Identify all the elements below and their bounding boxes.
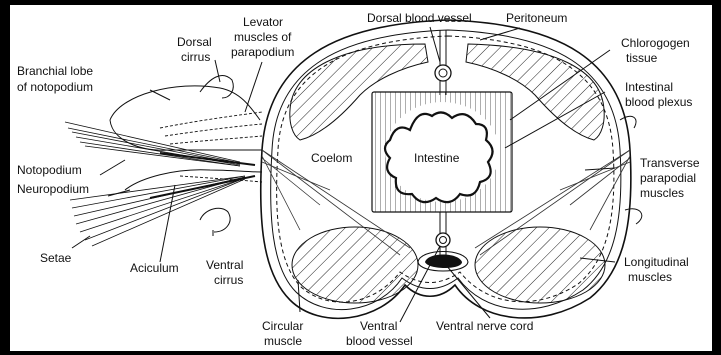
ventral-blood-vessel [436, 233, 450, 247]
label-neuropodium: Neuropodium [17, 182, 89, 196]
label-transverse-parapodial: parapodial [640, 171, 696, 185]
label-longitudinal: Longitudinal [624, 255, 689, 269]
label-ventral-cirrus: Ventral [206, 258, 243, 272]
label-notopodium: Notopodium [17, 163, 82, 177]
ventral-longitudinal-muscle-left [292, 227, 418, 303]
label-circular: Circular [262, 319, 303, 333]
dorsal-blood-vessel [435, 65, 451, 81]
notopodium-lobe [110, 120, 262, 150]
dorsal-cirrus [200, 76, 233, 98]
label-branchial-lobe-2: of notopodium [17, 80, 93, 94]
label-intestinal: Intestinal [625, 80, 673, 94]
label-dorsal-cirrus: Dorsal [177, 35, 212, 49]
label-dorsal-blood-vessel: Dorsal blood vessel [367, 11, 472, 25]
label-peritoneum: Peritoneum [506, 11, 567, 25]
label-intestine: Intestine [414, 151, 460, 165]
label-ventral-blood: Ventral [360, 319, 397, 333]
ventral-nerve-cord [425, 255, 462, 269]
label-levator-muscles: muscles of [234, 30, 292, 44]
label-ventral-nerve-cord: Ventral nerve cord [436, 319, 533, 333]
label-chlorogogen: Chlorogogen [621, 36, 690, 50]
label-ventral-blood-vessel: blood vessel [346, 334, 413, 348]
setae-lower [70, 176, 245, 246]
left-parapodium [65, 76, 262, 246]
label-dorsal-cirrus-2: cirrus [181, 50, 210, 64]
label-longitudinal-muscles: muscles [628, 270, 672, 284]
label-aciculum: Aciculum [130, 261, 179, 275]
branchial-lobe [110, 86, 260, 120]
setae-upper [65, 122, 240, 166]
label-branchial-lobe: Branchial lobe [17, 64, 93, 78]
label-coelom: Coelom [311, 151, 352, 165]
label-transverse: Transverse [640, 156, 700, 170]
label-setae: Setae [40, 251, 72, 265]
label-chlorogogen-tissue: tissue [626, 51, 658, 65]
label-circular-muscle: muscle [264, 334, 302, 348]
label-levator: Levator [243, 15, 283, 29]
right-parapodium-dorsal-stub [620, 116, 636, 128]
label-levator-parapodium: parapodium [231, 45, 294, 59]
label-ventral-cirrus-2: cirrus [214, 273, 243, 287]
ventral-longitudinal-muscle-right [475, 227, 605, 303]
label-transverse-muscles: muscles [640, 186, 684, 200]
label-intestinal-plexus: blood plexus [625, 95, 692, 109]
ventral-cirrus [200, 208, 230, 232]
